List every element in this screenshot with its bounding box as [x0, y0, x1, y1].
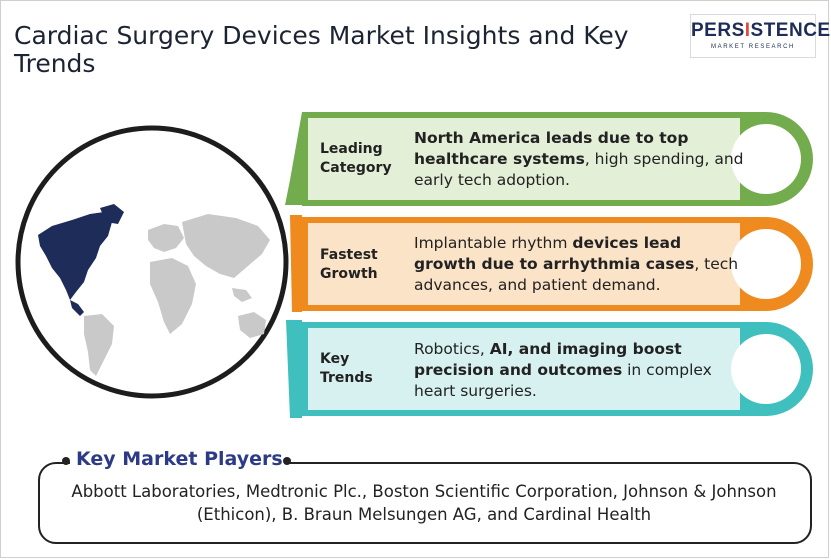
asia-shape	[182, 214, 270, 278]
band-key-trends	[302, 322, 813, 416]
europe-shape	[148, 224, 184, 252]
logo-subtitle: MARKET RESEARCH	[711, 44, 795, 50]
row-label-line1: Key	[320, 351, 350, 367]
connector-orange	[290, 215, 302, 312]
row-text-key-trends: Robotics, AI, and imaging boost precisio…	[414, 339, 744, 402]
africa-shape	[150, 258, 196, 334]
south-america-shape	[84, 314, 114, 376]
row-label-line1: Leading	[320, 141, 383, 157]
row-text-pre: Implantable rhythm	[414, 234, 573, 252]
row-text-leading-category: North America leads due to top healthcar…	[414, 128, 744, 191]
key-players-list: Abbott Laboratories, Medtronic Plc., Bos…	[71, 482, 777, 524]
page-title: Cardiac Surgery Devices Market Insights …	[14, 21, 629, 78]
band-circle-orange	[731, 229, 801, 299]
row-label-leading-category: Leading Category	[320, 140, 410, 178]
connector-teal	[286, 320, 302, 418]
row-label-line2: Trends	[320, 370, 373, 386]
row-text-fastest-growth: Implantable rhythm devices lead growth d…	[414, 233, 744, 296]
insights-graphic	[15, 112, 813, 418]
australia-shape	[238, 312, 266, 338]
row-label-line1: Fastest	[320, 247, 378, 263]
row-text-pre: Robotics,	[414, 340, 490, 358]
players-title-dot-left	[62, 457, 70, 465]
row-text-bold: devices lead growth due to arrhythmia ca…	[414, 234, 695, 273]
key-players-title: Key Market Players	[70, 448, 289, 470]
central-america-shape	[70, 300, 84, 316]
row-label-line2: Growth	[320, 266, 378, 282]
row-text-rest: in complex heart surgeries.	[414, 361, 712, 400]
band-fastest-growth	[302, 217, 813, 311]
row-label-key-trends: Key Trends	[320, 350, 410, 388]
row-text-bold: North America leads due to top healthcar…	[414, 129, 689, 168]
row-label-fastest-growth: Fastest Growth	[320, 246, 410, 284]
key-players-box	[38, 462, 812, 544]
logo-text-post: STENCE	[750, 20, 831, 41]
logo-text-accent: I	[744, 20, 751, 41]
southeast-asia-shape	[232, 288, 252, 302]
connector-green	[285, 112, 302, 205]
row-text-rest: , tech advances, and patient demand.	[414, 255, 739, 294]
band-circle-green	[731, 124, 801, 194]
band-circle-teal	[731, 334, 801, 404]
world-map-globe	[15, 125, 289, 399]
persistence-logo: PERSISTENCE MARKET RESEARCH	[690, 14, 830, 58]
players-title-dot-right	[283, 457, 291, 465]
north-america-shape	[38, 212, 112, 300]
band-leading-category	[302, 112, 813, 206]
row-text-rest: , high spending, and early tech adoption…	[414, 150, 744, 189]
row-text-bold: AI, and imaging boost precision and outc…	[414, 340, 682, 379]
logo-text-pre: PERS	[691, 20, 745, 41]
greenland-shape	[100, 204, 124, 224]
row-label-line2: Category	[320, 160, 392, 176]
